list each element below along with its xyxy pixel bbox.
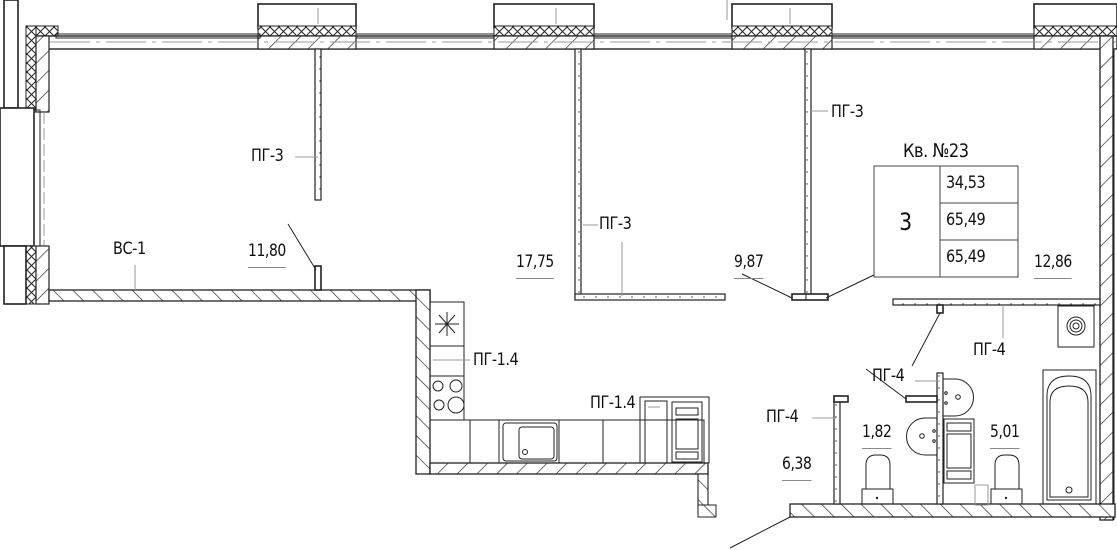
- partition-label-pg4-bath: ПГ-4: [973, 340, 1006, 360]
- washbasin-icon: [942, 378, 974, 417]
- partition-label-pg3-right: ПГ-3: [831, 102, 864, 122]
- room-area-bedroom-right: 12,86: [1034, 254, 1072, 279]
- spiral-icon: [1066, 316, 1086, 336]
- toilet-icon: [861, 454, 894, 505]
- exterior-wall-top: [3, 0, 1117, 109]
- room-area-toilet: 1,82: [862, 424, 892, 449]
- partition-label-pg14-bottom: ПГ-1.4: [590, 393, 636, 413]
- extractor-icon: [435, 312, 459, 336]
- washbasin-icon: [906, 417, 938, 456]
- sink-icon: [502, 422, 558, 462]
- living-area-value: 34,53: [946, 173, 986, 193]
- apartment-info-table: [873, 165, 1019, 278]
- partition-label-pg3-middle: ПГ-3: [599, 214, 632, 234]
- refrigerator-icon: [639, 396, 710, 464]
- partitions: [287, 48, 1101, 505]
- total-area-value: 65,49: [946, 210, 986, 230]
- bathtub-icon: [1042, 369, 1097, 505]
- label-leaders: [134, 110, 1004, 419]
- partition-label-pg3-left: ПГ-3: [251, 146, 284, 166]
- rooms-count: 3: [899, 208, 912, 236]
- room-area-kitchen: 17,75: [516, 254, 554, 279]
- stove-icon: [432, 379, 465, 414]
- bathroom-fixtures: [861, 305, 1097, 506]
- partition-label-pg4-toilet: ПГ-4: [872, 366, 905, 386]
- partition-label-pg4-hall: ПГ-4: [766, 407, 799, 427]
- toilet-icon: [990, 454, 1023, 505]
- room-area-bathroom: 5,01: [990, 424, 1020, 449]
- interior-wall-lower-left: [48, 289, 717, 518]
- partition-label-pg14-top: ПГ-1.4: [473, 350, 519, 370]
- kitchen-unit: [429, 301, 710, 464]
- total-area-with-balcony-value: 65,49: [946, 247, 986, 267]
- room-area-hallway: 6,38: [782, 456, 812, 481]
- apartment-header: Кв. №23: [903, 140, 969, 162]
- exterior-wall-left: [0, 25, 50, 305]
- room-area-bedroom-middle: 9,87: [734, 254, 764, 279]
- exterior-wall-right: [1099, 35, 1115, 521]
- interior-wall-lower-right: [729, 503, 1116, 549]
- room-area-living: 11,80: [248, 243, 286, 268]
- partition-label-vs1: ВС-1: [113, 239, 146, 259]
